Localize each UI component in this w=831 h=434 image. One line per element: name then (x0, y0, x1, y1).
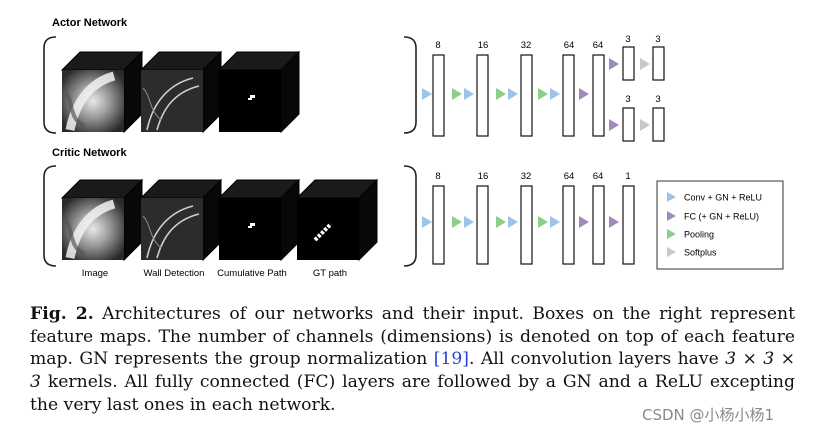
feature-map (622, 107, 635, 142)
arrow-conv (550, 88, 560, 100)
watermark: CSDN @小杨小杨1 (640, 404, 777, 425)
feature-map (562, 54, 575, 137)
critic-feature-maps: 8 16 32 64 64 1 (422, 171, 635, 265)
feature-map (592, 185, 605, 265)
feature-map (520, 54, 533, 137)
arrow-conv (464, 216, 474, 228)
legend-label-pooling: Pooling (684, 230, 714, 240)
feature-map (432, 54, 445, 137)
input-volume-wall (139, 178, 223, 262)
channel-label: 64 (593, 171, 604, 182)
channel-label: 16 (478, 40, 489, 51)
arrow-conv (508, 216, 518, 228)
arrow-conv (464, 88, 474, 100)
arrow-fc (609, 216, 619, 228)
critic-feature-brace (403, 165, 417, 267)
arrow-pool (538, 88, 548, 100)
arrow-pool (496, 88, 506, 100)
caption-text: Architectures of our networks and their … (30, 304, 795, 370)
feature-map (520, 185, 533, 265)
architecture-figure: Actor Network Critic Network Image Wall … (43, 17, 784, 279)
arrow-pool (538, 216, 548, 228)
actor-feature-maps: 8 16 32 64 64 3 3 3 3 (422, 34, 665, 142)
arrow-pool (496, 216, 506, 228)
channel-label: 32 (521, 171, 532, 182)
arrow-fc (579, 216, 589, 228)
channel-label: 32 (521, 40, 532, 51)
input-volume-image (60, 178, 144, 262)
citation-link[interactable]: [19] (433, 349, 470, 370)
arrow-fc (609, 58, 619, 70)
arrow-conv (550, 216, 560, 228)
feature-map (476, 185, 489, 265)
actor-network-title: Actor Network (52, 17, 128, 29)
input-label-cumulative-path: Cumulative Path (217, 268, 287, 279)
legend-swatch-conv (667, 192, 676, 202)
legend-label-conv: Conv + GN + ReLU (684, 193, 762, 203)
caption-text: kernels. All fully connected (FC) layers… (30, 372, 795, 415)
feature-map (622, 185, 635, 265)
input-volume-image (60, 50, 144, 134)
channel-label: 16 (478, 171, 489, 182)
feature-map (592, 54, 605, 137)
legend-label-fc: FC (+ GN + ReLU) (684, 212, 759, 222)
input-volume-wall (139, 50, 223, 134)
legend-label-softplus: Softplus (684, 248, 717, 258)
channel-label: 3 (625, 94, 630, 105)
arrow-conv (508, 88, 518, 100)
arrow-softplus (640, 119, 650, 131)
channel-label: 3 (655, 94, 660, 105)
feature-map (432, 185, 445, 265)
legend: Conv + GN + ReLU FC (+ GN + ReLU) Poolin… (656, 180, 784, 270)
figure-label: Fig. 2. (30, 304, 94, 324)
caption-text: . All convolution layers have (469, 349, 726, 370)
legend-swatch-fc (667, 211, 676, 221)
channel-label: 8 (435, 40, 440, 51)
channel-label: 3 (625, 34, 630, 45)
channel-label: 64 (564, 171, 575, 182)
input-volume-cum (217, 178, 301, 262)
arrow-pool (452, 88, 462, 100)
feature-map (652, 107, 665, 142)
arrow-conv (422, 88, 432, 100)
input-label-gt-path: GT path (313, 268, 347, 279)
feature-map (652, 46, 665, 81)
critic-network-title: Critic Network (52, 147, 127, 159)
arrow-fc (609, 119, 619, 131)
arrow-pool (452, 216, 462, 228)
channel-label: 64 (564, 40, 575, 51)
actor-input-bracket (43, 36, 57, 134)
legend-swatch-pooling (667, 229, 676, 239)
arrow-conv (422, 216, 432, 228)
input-volume-cum (217, 50, 301, 134)
feature-map (562, 185, 575, 265)
input-label-image: Image (82, 268, 108, 279)
legend-box (656, 180, 784, 270)
channel-label: 64 (593, 40, 604, 51)
channel-label: 1 (625, 171, 630, 182)
critic-input-bracket (43, 165, 57, 267)
input-volume-gt (295, 178, 379, 262)
channel-label: 3 (655, 34, 660, 45)
arrow-softplus (640, 58, 650, 70)
feature-map (476, 54, 489, 137)
feature-map (622, 46, 635, 81)
input-label-wall-detection: Wall Detection (144, 268, 205, 279)
channel-label: 8 (435, 171, 440, 182)
figure-caption: Fig. 2. Architectures of our networks an… (30, 303, 795, 417)
legend-swatch-softplus (667, 247, 676, 257)
actor-feature-brace (403, 36, 417, 134)
arrow-fc (579, 88, 589, 100)
kernel-size-math: 3 × 3 × 3 (30, 349, 795, 393)
